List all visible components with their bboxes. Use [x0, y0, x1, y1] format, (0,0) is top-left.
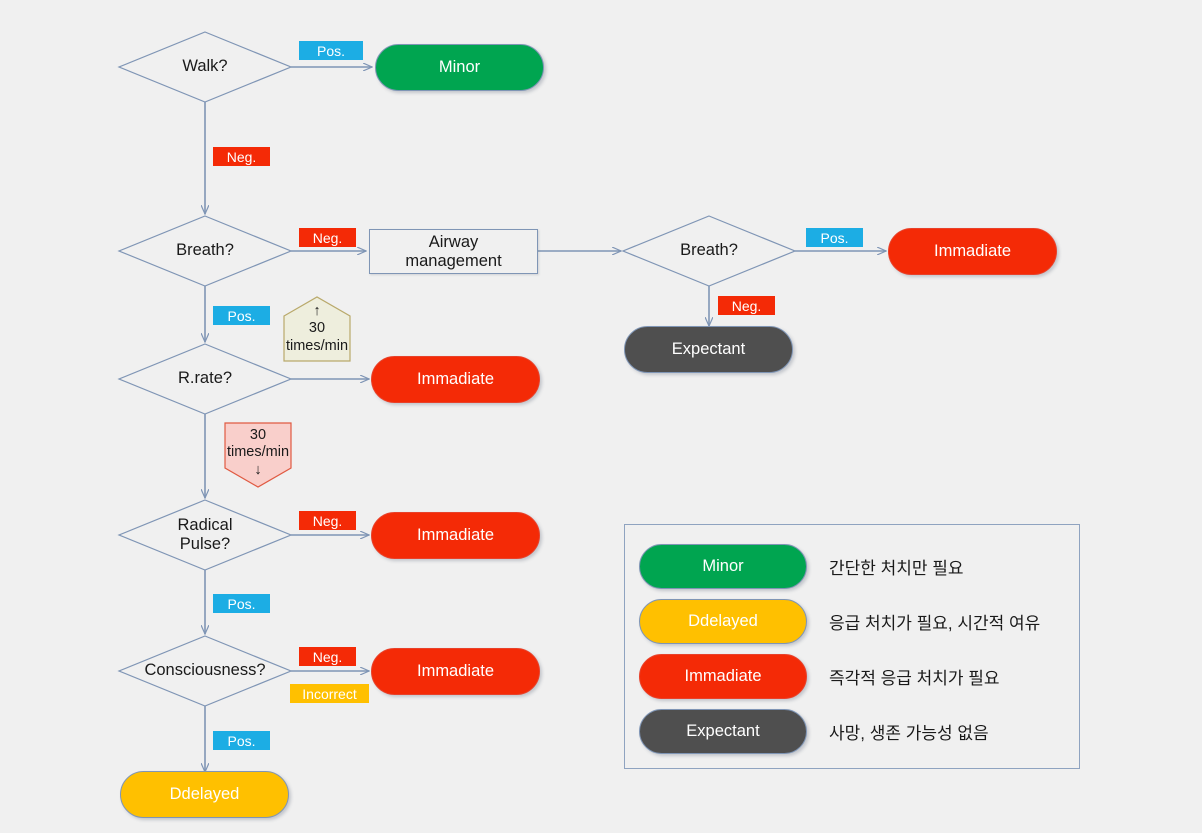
tag-breath2-neg: Neg.	[718, 296, 775, 315]
terminator-immadiate-radicalpulse: Immadiate	[371, 512, 540, 559]
tag-walk-neg: Neg.	[213, 147, 270, 166]
tag-walk-pos: Pos.	[299, 41, 363, 60]
process-airway-management: Airway management	[369, 229, 538, 274]
tag-breath2-pos: Pos.	[806, 228, 863, 247]
terminator-immadiate-rrate: Immadiate	[371, 356, 540, 403]
decision-breath1-label: Breath?	[176, 241, 234, 260]
legend-row-minor: Minor 간단한 처치만 필요	[639, 544, 964, 589]
decision-rrate-label: R.rate?	[177, 369, 233, 388]
decision-breath2-label: Breath?	[680, 241, 738, 260]
tag-consciousness-pos: Pos.	[213, 731, 270, 750]
decision-walk-label: Walk?	[182, 57, 228, 76]
legend-row-ddelayed: Ddelayed 응급 처치가 필요, 시간적 여유	[639, 599, 1040, 644]
legend-row-immadiate: Immadiate 즉각적 응급 처치가 필요	[639, 654, 1000, 699]
callout-rate-below-30-label: 30 times/min ↓	[226, 427, 290, 478]
terminator-ddelayed: Ddelayed	[120, 771, 289, 818]
callout-pink-shape	[224, 422, 292, 488]
legend-description-minor: 간단한 처치만 필요	[829, 559, 964, 578]
legend-panel: Minor 간단한 처치만 필요 Ddelayed 응급 처치가 필요, 시간적…	[624, 524, 1080, 769]
legend-chip-expectant: Expectant	[639, 709, 807, 754]
legend-row-expectant: Expectant 사망, 생존 가능성 없음	[639, 709, 989, 754]
tag-consciousness-neg: Neg.	[299, 647, 356, 666]
terminator-immadiate-consciousness: Immadiate	[371, 648, 540, 695]
tag-breath1-pos: Pos.	[213, 306, 270, 325]
legend-chip-ddelayed: Ddelayed	[639, 599, 807, 644]
tag-consciousness-incorrect: Incorrect	[290, 684, 369, 703]
decision-radicalpulse-label: Radical Pulse?	[177, 515, 233, 553]
callout-rate-above-30: ↑ 30 times/min	[283, 296, 351, 362]
legend-description-expectant: 사망, 생존 가능성 없음	[829, 724, 989, 743]
legend-chip-minor: Minor	[639, 544, 807, 589]
tag-radicalpulse-pos: Pos.	[213, 594, 270, 613]
callout-rate-above-30-label: ↑ 30 times/min	[285, 303, 349, 354]
tag-radicalpulse-neg: Neg.	[299, 511, 356, 530]
legend-chip-immadiate: Immadiate	[639, 654, 807, 699]
terminator-expectant: Expectant	[624, 326, 793, 373]
decision-consciousness-label: Consciousness?	[144, 661, 266, 680]
tag-breath1-neg: Neg.	[299, 228, 356, 247]
terminator-immadiate-breath2: Immadiate	[888, 228, 1057, 275]
legend-description-ddelayed: 응급 처치가 필요, 시간적 여유	[829, 614, 1041, 633]
terminator-minor: Minor	[375, 44, 544, 91]
legend-description-immadiate: 즉각적 응급 처치가 필요	[829, 669, 1000, 688]
callout-rate-below-30: 30 times/min ↓	[224, 422, 292, 488]
